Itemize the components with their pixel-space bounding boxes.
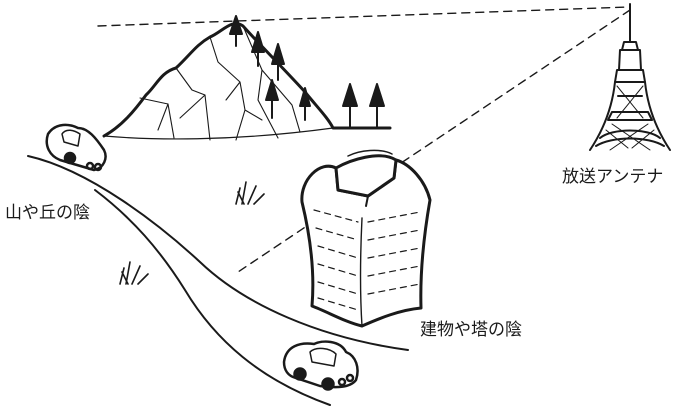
mountain-shadow-label: 山や丘の陰 [5, 203, 90, 223]
broadcast-antenna-label: 放送アンテナ [562, 167, 664, 187]
building-icon [300, 149, 432, 328]
building-shadow-label: 建物や塔の陰 [420, 320, 522, 340]
grass-icon [119, 181, 265, 285]
signal-line-to-building [237, 9, 631, 273]
broadcast-tower-icon [589, 3, 671, 151]
car-icon [45, 123, 107, 172]
mountain-icon [102, 15, 392, 141]
tree-icon [229, 15, 385, 129]
road [27, 155, 409, 406]
signal-line-over-mountain [97, 6, 629, 27]
car-icon [282, 340, 359, 391]
